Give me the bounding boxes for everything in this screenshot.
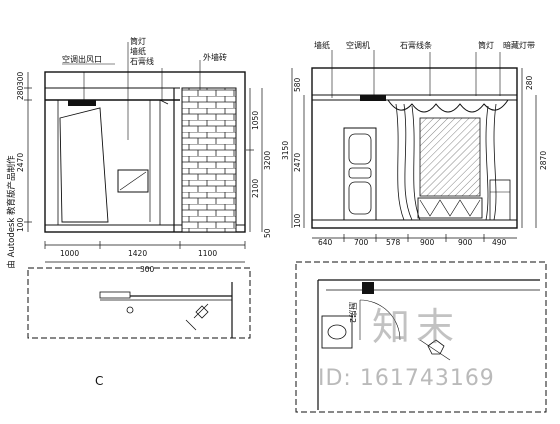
dim-left-2470: 2470 — [16, 153, 25, 172]
plan-room-label: 厨房2 — [348, 302, 358, 323]
label-plaster-line: 石膏线 — [130, 56, 154, 66]
column — [362, 282, 374, 294]
railing — [417, 197, 483, 219]
left-plan-frame — [27, 267, 251, 339]
label-r-plaster-strip: 石膏线条 — [400, 40, 432, 50]
right-plan-frame — [295, 261, 547, 413]
doorway — [59, 107, 109, 223]
dim-left-280: 280 — [16, 85, 25, 100]
dim-right-50: 50 — [263, 228, 272, 238]
side-table — [489, 179, 511, 221]
dim-overall: 300 — [140, 265, 155, 274]
dim-right-1050: 1050 — [251, 111, 260, 130]
plant-pot — [427, 339, 445, 355]
label-r-wallpaper: 墙纸 — [314, 40, 330, 50]
dim-r-right-280: 280 — [525, 75, 534, 90]
dim-r-left-3150: 3150 — [281, 141, 290, 160]
plant-symbol — [193, 303, 209, 319]
plan-letter-c: C — [95, 374, 103, 388]
dim-r-bottom-700: 700 — [354, 238, 369, 247]
dim-r-bottom-490: 490 — [492, 238, 507, 247]
watermark-id: ID: 161743169 — [318, 366, 495, 391]
dim-bottom-1000: 1000 — [60, 249, 79, 258]
dim-left-300: 300 — [16, 71, 25, 86]
curtain-valance — [387, 99, 509, 113]
dim-r-left-580: 580 — [293, 77, 302, 92]
dim-right-3200: 3200 — [263, 151, 272, 170]
label-r-ac-unit: 空调机 — [346, 40, 370, 50]
dim-r-right-2870: 2870 — [539, 151, 548, 170]
label-r-curtain-box: 暗藏灯带 — [503, 40, 535, 50]
right-elevation-frame — [311, 67, 518, 229]
dim-r-left-100: 100 — [293, 213, 302, 228]
label-ac-outlet: 空调出风口 — [62, 54, 102, 64]
dim-r-bottom-578: 578 — [386, 238, 401, 247]
dim-r-bottom-900b: 900 — [458, 238, 473, 247]
dim-r-left-2470: 2470 — [293, 153, 302, 172]
washbasin — [321, 315, 353, 349]
brick-wall — [181, 87, 237, 233]
ac-outlet — [68, 100, 96, 106]
window-glass — [419, 117, 481, 197]
watermark-logo: 知末 — [372, 305, 461, 349]
label-wallpaper: 墙纸 — [130, 46, 146, 56]
label-downlight: 筒灯 — [130, 36, 146, 46]
left-plan: C — [27, 267, 251, 388]
label-r-downlight: 筒灯 — [478, 40, 494, 50]
dim-left-100: 100 — [16, 217, 25, 232]
right-elevation: 墙纸 空调机 石膏线条 筒灯 暗藏灯带 580 3150 2470 100 28… — [281, 40, 548, 247]
left-elevation-frame — [44, 71, 246, 233]
door — [343, 127, 377, 221]
label-brick: 外墙砖 — [203, 52, 227, 62]
dim-right-2100: 2100 — [251, 179, 260, 198]
wall-picture — [117, 169, 149, 193]
ac-unit — [360, 95, 386, 101]
dim-bottom-1100: 1100 — [198, 249, 217, 258]
left-elevation: 空调出风口 筒灯 墙纸 石膏线 外墙砖 300 280 2470 100 105… — [16, 36, 272, 274]
side-watermark: 由 Autodesk 教育版产品制作 — [7, 155, 17, 269]
dim-r-bottom-640: 640 — [318, 238, 333, 247]
right-plan: 厨房2 — [295, 261, 547, 413]
dim-bottom-1420: 1420 — [128, 249, 147, 258]
dim-r-bottom-900a: 900 — [420, 238, 435, 247]
